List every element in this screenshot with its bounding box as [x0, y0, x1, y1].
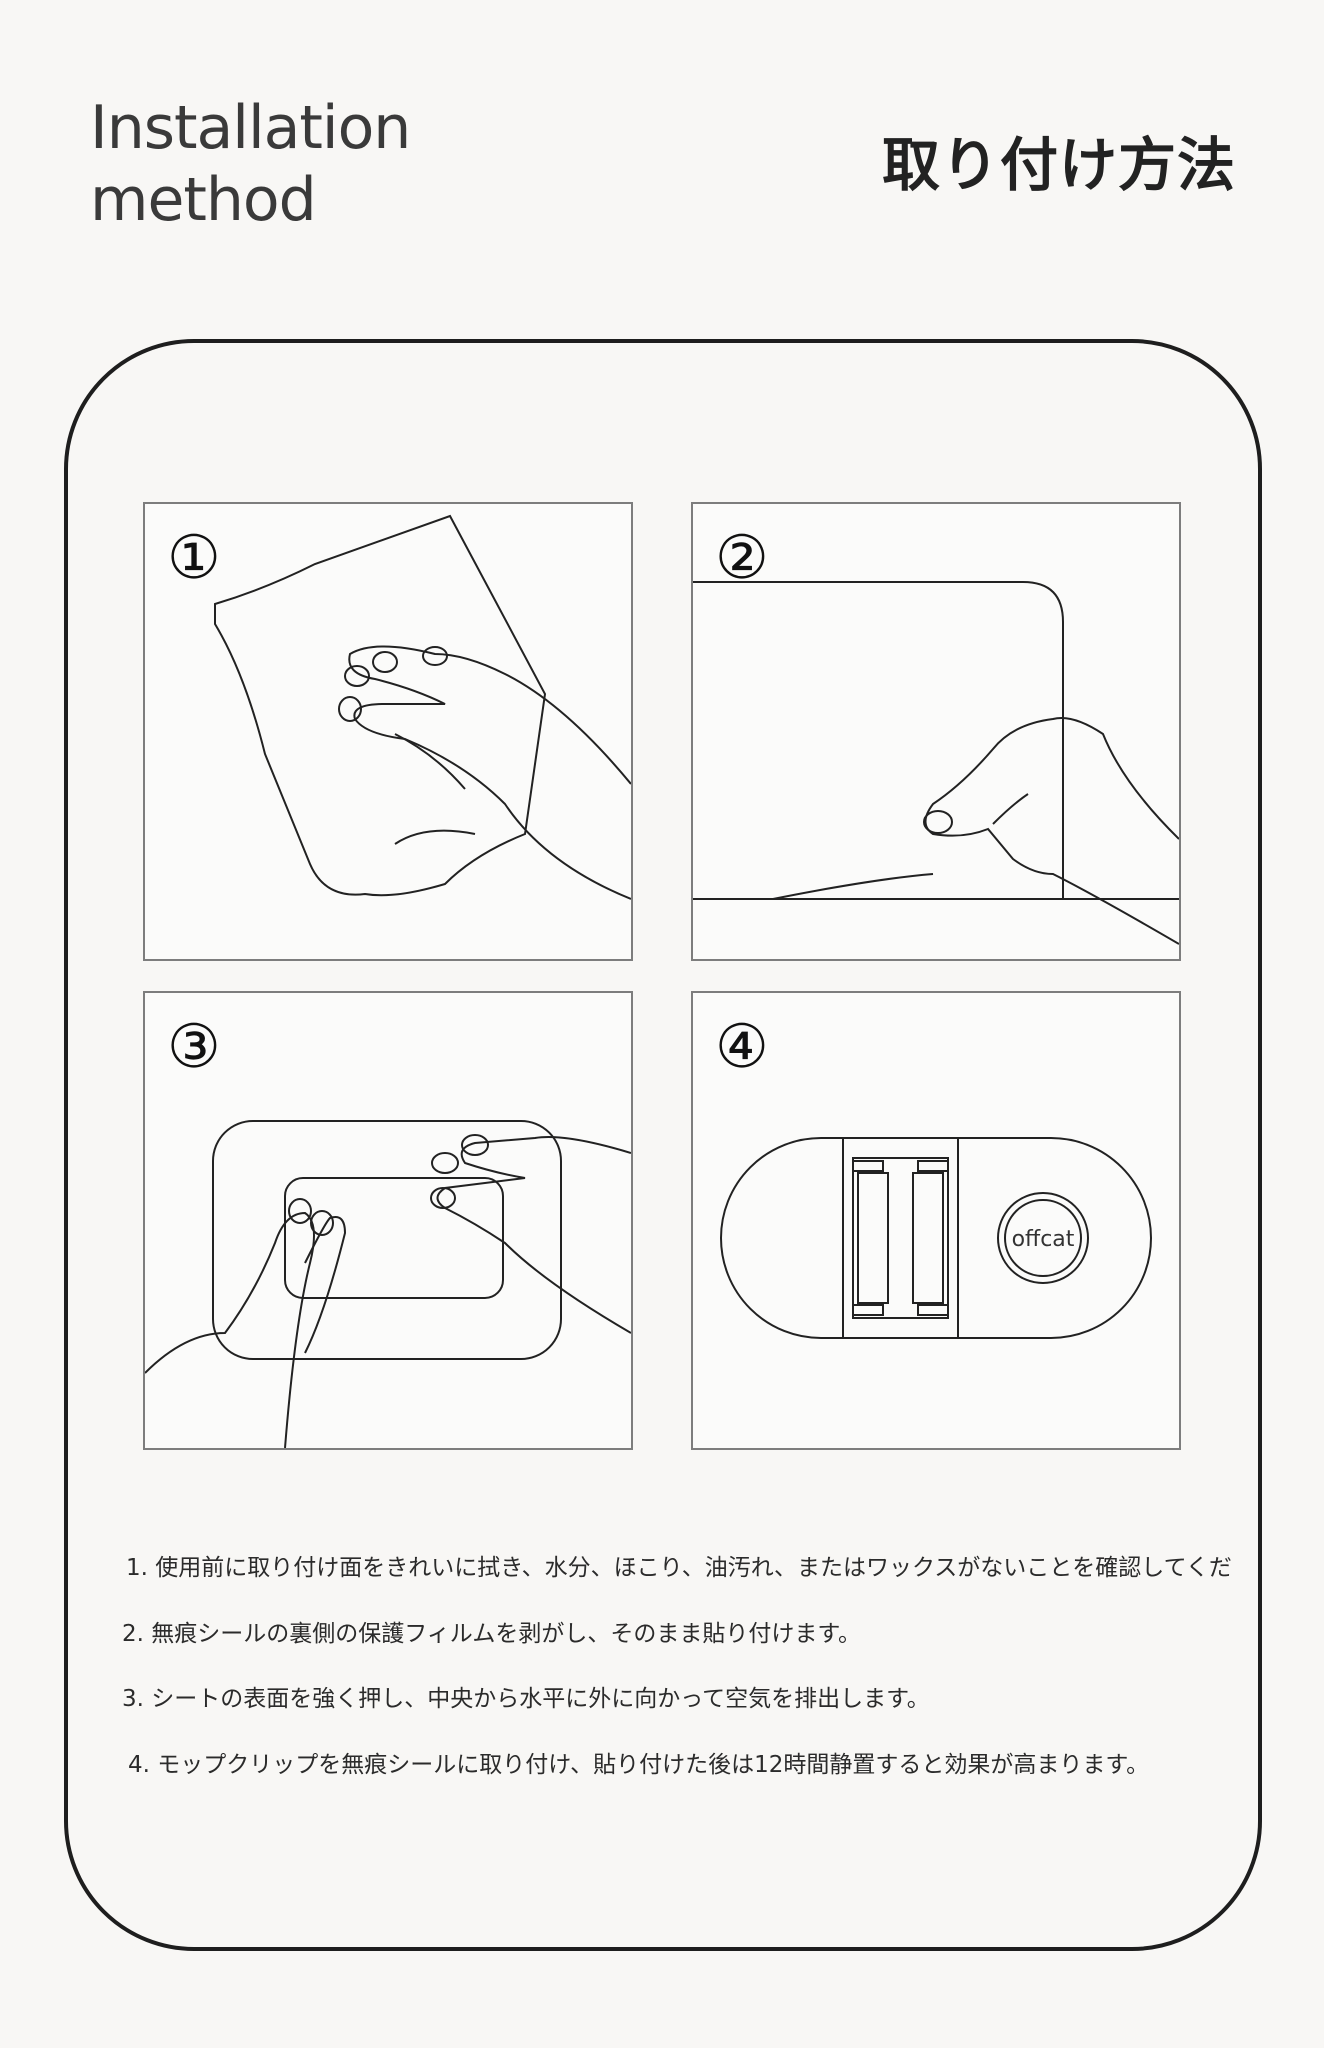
step-1-text: 1. 使用前に取り付け面をきれいに拭き、水分、ほこり、油汚れ、またはワックスがな…: [126, 1555, 1232, 1581]
peel-hand-icon: [693, 581, 1179, 945]
cloth-hand-icon: [214, 514, 631, 900]
title-japanese: 取り付け方法: [881, 131, 1236, 199]
step-3-illustration: ③: [143, 991, 633, 1450]
brand-logo: offcat: [1012, 1227, 1075, 1252]
step-4-illustration: offcat ④: [691, 991, 1181, 1450]
press-hands-icon: [145, 1120, 631, 1448]
step-2-illustration: ②: [691, 502, 1181, 961]
title-line-2: method: [90, 165, 317, 235]
step-3-text: 3. シートの表面を強く押し、中央から水平に外に向かって空気を排出します。: [122, 1686, 930, 1712]
mop-clip-icon: offcat: [720, 1137, 1152, 1339]
instructions-frame: [64, 339, 1262, 1951]
step-1-illustration: ①: [143, 502, 633, 961]
title-line-1: Installation: [90, 93, 411, 163]
step-number: ③: [167, 1012, 221, 1082]
step-number: ①: [167, 523, 221, 593]
step-number: ④: [715, 1012, 769, 1082]
step-4-text: 4. モップクリップを無痕シールに取り付け、貼り付けた後は12時間静置すると効果…: [128, 1752, 1150, 1778]
step-number: ②: [715, 523, 769, 593]
title-english: Installation method: [90, 92, 411, 236]
step-2-text: 2. 無痕シールの裏側の保護フィルムを剥がし、そのまま貼り付けます。: [122, 1621, 862, 1647]
